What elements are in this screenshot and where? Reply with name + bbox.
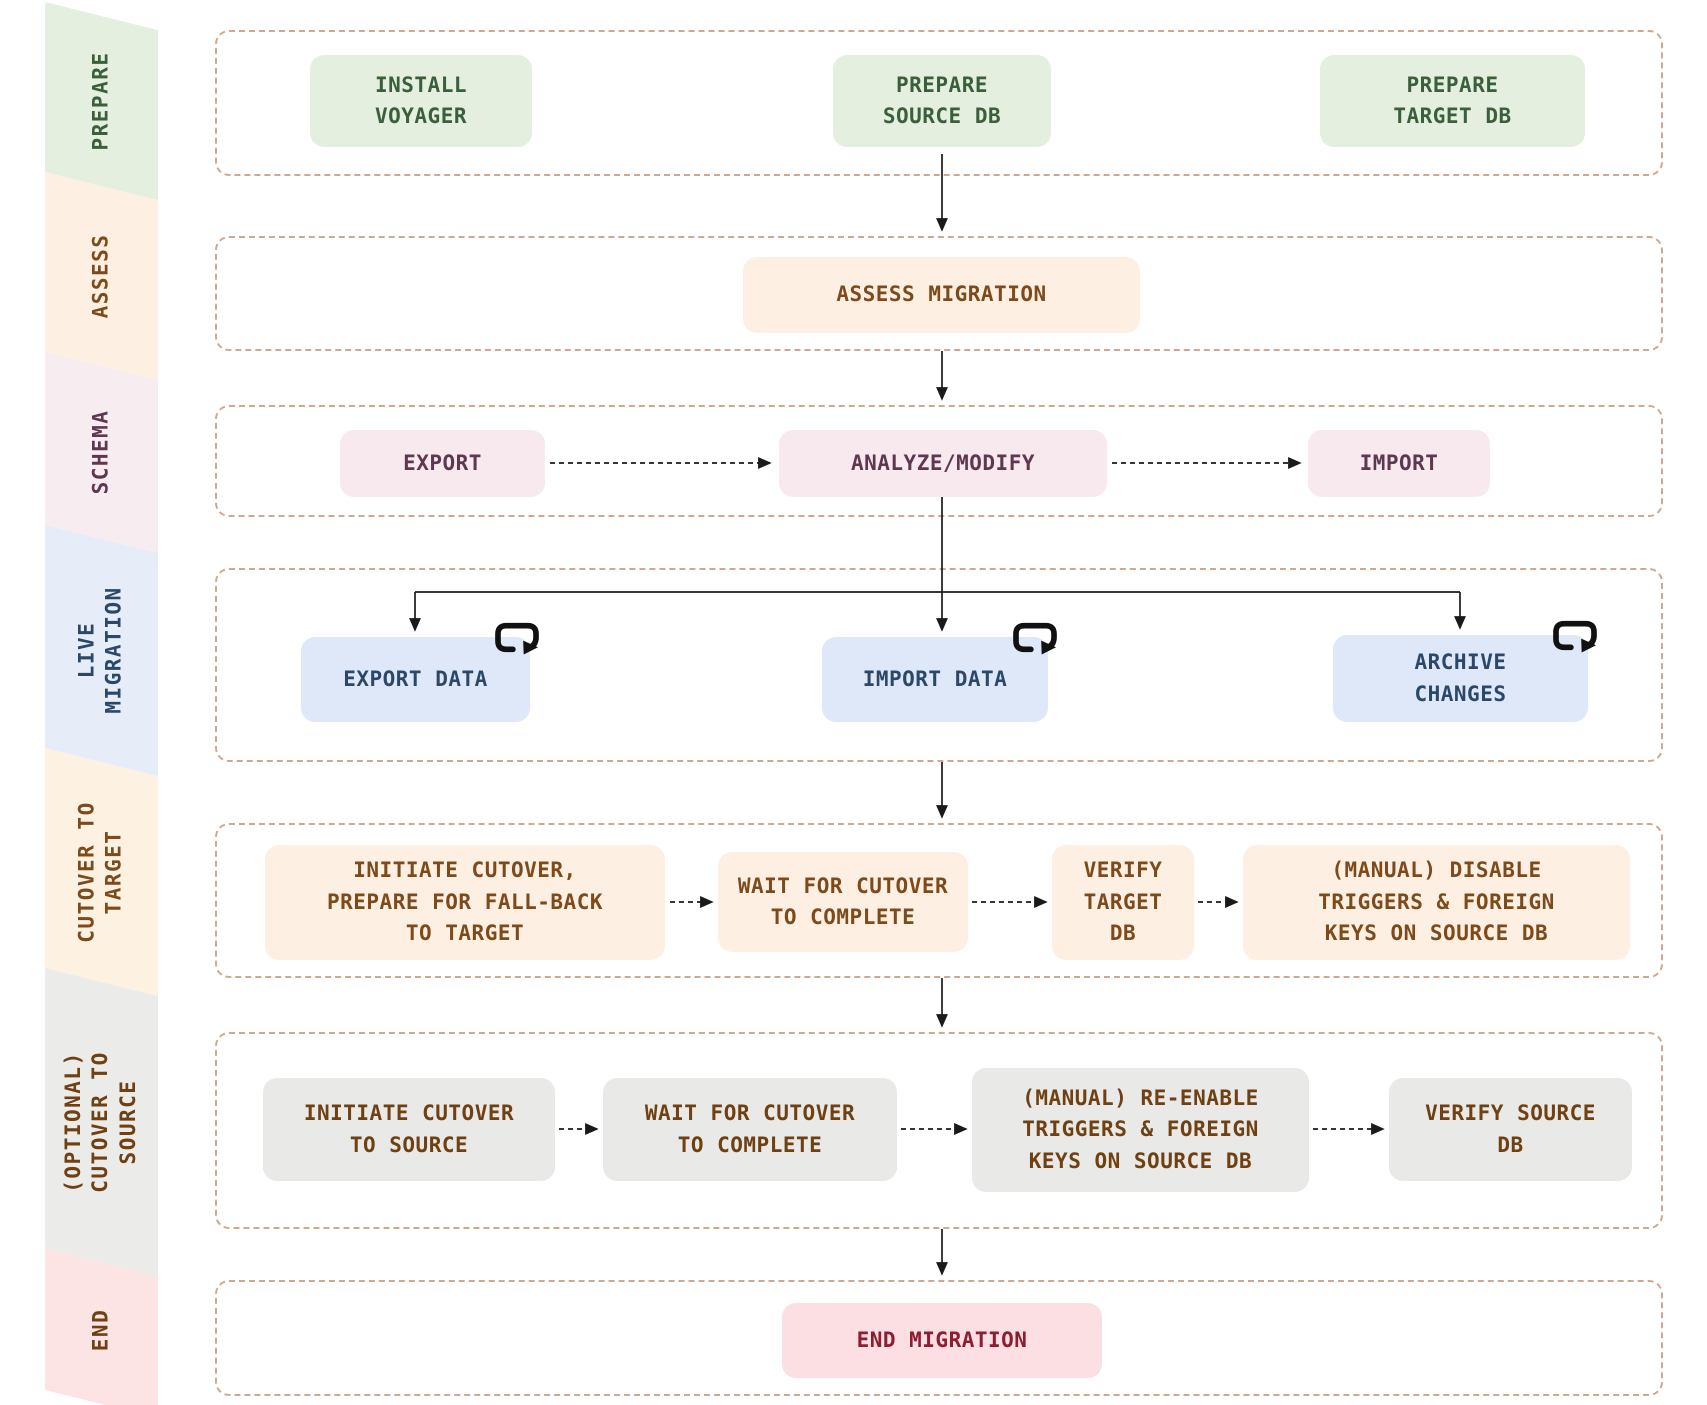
node-manual-reenable-triggers: (MANUAL) RE-ENABLE TRIGGERS & FOREIGN KE…	[972, 1068, 1309, 1192]
node-verify-source-db: VERIFY SOURCE DB	[1389, 1078, 1632, 1181]
node-wait-cutover-target: WAIT FOR CUTOVER TO COMPLETE	[718, 852, 968, 952]
node-schema-export: EXPORT	[340, 430, 545, 497]
phase-box-cutover-source	[215, 1032, 1663, 1229]
node-prepare-source-db: PREPARE SOURCE DB	[833, 55, 1051, 147]
node-manual-disable-triggers: (MANUAL) DISABLE TRIGGERS & FOREIGN KEYS…	[1243, 845, 1630, 960]
node-prepare-target-db: PREPARE TARGET DB	[1320, 55, 1585, 147]
node-analyze-modify: ANALYZE/MODIFY	[779, 430, 1107, 497]
phase-box-assess	[215, 236, 1663, 351]
phase-box-live-migration	[215, 568, 1663, 762]
phase-box-cutover-target	[215, 823, 1663, 978]
node-assess-migration: ASSESS MIGRATION	[743, 257, 1140, 333]
node-archive-changes: ARCHIVE CHANGES	[1333, 635, 1588, 722]
node-install-voyager: INSTALL VOYAGER	[310, 55, 532, 147]
phase-box-end	[215, 1280, 1663, 1396]
node-import-data: IMPORT DATA	[822, 637, 1048, 722]
node-export-data: EXPORT DATA	[301, 637, 530, 722]
phase-box-prepare	[215, 30, 1663, 176]
node-initiate-cutover-source: INITIATE CUTOVER TO SOURCE	[263, 1078, 555, 1181]
repeat-loop-icon	[1013, 622, 1057, 655]
repeat-loop-icon	[495, 622, 539, 655]
node-schema-import: IMPORT	[1308, 430, 1490, 497]
repeat-loop-icon	[1553, 620, 1597, 653]
node-wait-cutover-source: WAIT FOR CUTOVER TO COMPLETE	[603, 1078, 897, 1181]
node-verify-target-db: VERIFY TARGET DB	[1052, 845, 1194, 960]
phase-box-schema	[215, 405, 1663, 517]
node-initiate-cutover-target: INITIATE CUTOVER, PREPARE FOR FALL-BACK …	[265, 845, 665, 960]
node-end-migration: END MIGRATION	[782, 1303, 1102, 1378]
